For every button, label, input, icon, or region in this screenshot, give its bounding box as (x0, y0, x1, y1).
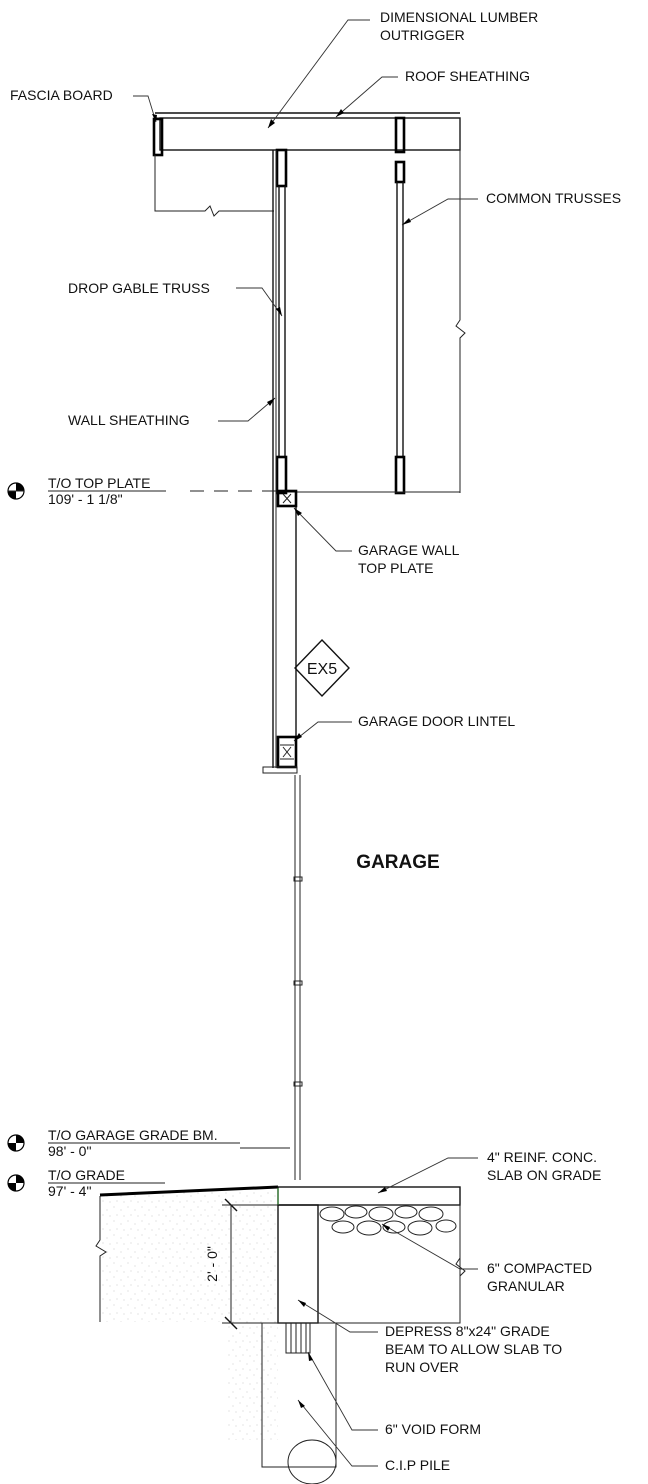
foundation: 2' - 0" (95, 1185, 466, 1484)
callout-fascia-board: FASCIA BOARD (10, 87, 113, 103)
callout-granular-line2: GRANULAR (487, 1278, 565, 1294)
callout-top-plate-line1: GARAGE WALL (358, 542, 460, 558)
level-elevation: 97' - 4" (48, 1183, 91, 1199)
level-elevation: 98' - 0" (48, 1143, 91, 1159)
section-tag-text: EX5 (307, 661, 337, 678)
fascia-board (152, 117, 164, 157)
callout-granular-line1: 6" COMPACTED (487, 1260, 592, 1276)
callout-roof-sheathing: ROOF SHEATHING (405, 68, 530, 84)
dimension-text: 2' - 0" (204, 1246, 220, 1282)
callout-beam-line3: RUN OVER (385, 1359, 459, 1375)
level-elevation: 109' - 1 1/8" (48, 491, 123, 507)
room-name: GARAGE (356, 852, 439, 873)
top-plate (276, 489, 298, 508)
level-marker-grade: T/O GRADE 97' - 4" (7, 1167, 165, 1199)
level-name: T/O GARAGE GRADE BM. (48, 1127, 218, 1143)
level-name: T/O GRADE (48, 1167, 125, 1183)
callout-outrigger-line1: DIMENSIONAL LUMBER (380, 9, 538, 25)
callout-cip-pile: C.I.P PILE (385, 1457, 450, 1473)
callout-beam-line1: DEPRESS 8"x24" GRADE (385, 1323, 550, 1339)
callout-common-trusses: COMMON TRUSSES (486, 190, 621, 206)
callout-outrigger-line2: OUTRIGGER (380, 27, 465, 43)
callout-slab-line1: 4" REINF. CONC. (487, 1149, 597, 1165)
garage-wall (262, 150, 298, 774)
callout-beam-line2: BEAM TO ALLOW SLAB TO (385, 1341, 562, 1357)
level-marker-top-plate: T/O TOP PLATE 109' - 1 1/8" (7, 475, 278, 507)
callout-drop-gable-truss: DROP GABLE TRUSS (68, 280, 210, 296)
level-marker-grade-beam: T/O GARAGE GRADE BM. 98' - 0" (7, 1127, 290, 1159)
level-name: T/O TOP PLATE (48, 475, 150, 491)
callout-slab-line2: SLAB ON GRADE (487, 1167, 601, 1183)
callout-void-form: 6" VOID FORM (385, 1421, 481, 1437)
callout-top-plate-line2: TOP PLATE (358, 560, 433, 576)
garage-door (293, 775, 303, 1180)
section-tag: EX5 (294, 638, 350, 698)
callout-door-lintel: GARAGE DOOR LINTEL (358, 713, 515, 729)
roof-framing (152, 112, 466, 495)
callout-wall-sheathing: WALL SHEATHING (68, 412, 190, 428)
